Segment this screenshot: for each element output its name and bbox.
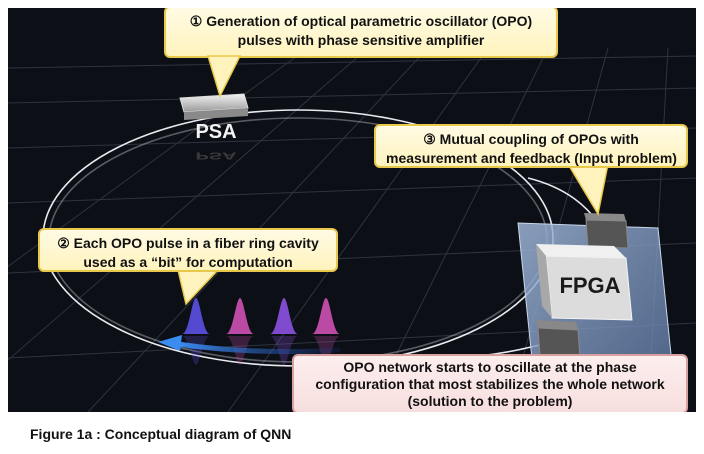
callout-coupling: ③ Mutual coupling of OPOs with measureme… — [374, 124, 688, 168]
psa-label: PSA — [195, 121, 236, 143]
figure-caption: Figure 1a : Conceptual diagram of QNN — [30, 426, 292, 442]
diagram-graphics: FPGA PSA PSA — [8, 47, 696, 412]
callout-coupling-line2: measurement and feedback (Input problem) — [386, 150, 677, 166]
psa-reflection: PSA — [195, 150, 236, 161]
callout-pulse-bit: ② Each OPO pulse in a fiber ring cavity … — [38, 228, 338, 272]
callout-pulse-bit-line1: ② Each OPO pulse in a fiber ring cavity — [57, 235, 319, 251]
callout-coupling-line1: ③ Mutual coupling of OPOs with — [423, 131, 639, 147]
circulation-arrow — [158, 335, 341, 355]
callout-network-line2: configuration that most stabilizes the w… — [315, 376, 665, 392]
callout-pulse-bit-line2: used as a “bit” for computation — [83, 254, 293, 270]
callout-network-line3: (solution to the problem) — [407, 393, 573, 409]
callout-network-solution: OPO network starts to oscillate at the p… — [292, 354, 688, 412]
callout-opo-generation: ① Generation of optical parametric oscil… — [164, 8, 558, 58]
opo-pulse — [182, 298, 210, 365]
callout-network-line1: OPO network starts to oscillate at the p… — [343, 359, 637, 375]
opo-pulse — [226, 298, 254, 365]
callout-opo-generation-line1: ① Generation of optical parametric oscil… — [189, 13, 533, 29]
fpga-label: FPGA — [559, 273, 620, 298]
callout-opo-generation-line2: pulses with phase sensitive amplifier — [237, 32, 485, 48]
qnn-diagram-scene: FPGA PSA PSA ① Generation of optical par… — [8, 8, 696, 412]
psa-amplifier: PSA PSA — [179, 93, 249, 161]
